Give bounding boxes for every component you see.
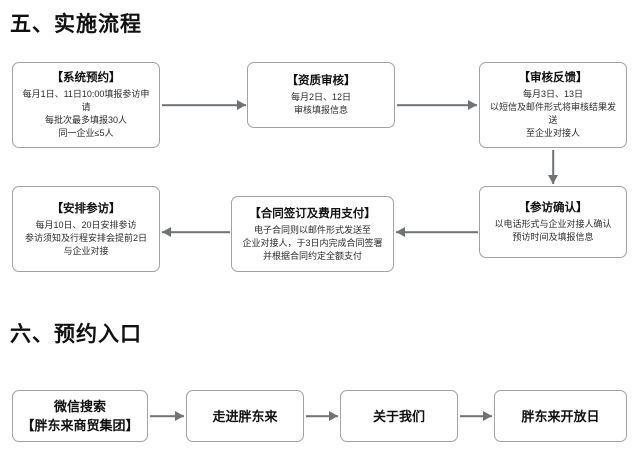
- entry-box-header: 走进胖东来: [212, 408, 278, 424]
- flow-box-contract-and-payment: 【合同签订及费用支付】 电子合同则以邮件形式发送至 企业对接人，于3日内完成合同…: [231, 196, 394, 272]
- arrow-down-icon: [545, 150, 561, 184]
- arrow-right-icon: [150, 409, 184, 423]
- flow-box-header: 【合同签订及费用支付】: [249, 207, 376, 220]
- flow-box-body: 每月3日、13日 以短信及邮件形式将审核结果发送 至企业对接人: [489, 89, 616, 138]
- flow-box-visit-confirmation: 【参访确认】 以电话形式与企业对接人确认 预访时间及填报信息: [479, 186, 627, 258]
- flow-box-system-reservation: 【系统预约】 每月1日、11日10:00填报参访申请 每批次最多填报30人 同一…: [12, 62, 160, 148]
- flow-box-header: 【审核反馈】: [518, 72, 588, 84]
- flow-box-header: 【资质审核】: [286, 75, 356, 87]
- entry-box-wechat-search: 微信搜索 【胖东来商贸集团】: [12, 390, 148, 442]
- arrow-right-icon: [162, 98, 246, 112]
- flow-box-body: 每月10日、20日安排参访 参访须知及行程安排会提前2日 与企业对接: [24, 219, 147, 256]
- flow-box-header: 【参访确认】: [518, 202, 588, 214]
- entry-box-header: 关于我们: [372, 408, 425, 424]
- section-title-reservation-entry: 六、预约入口: [10, 323, 142, 346]
- entry-box-walk-into-pangdonglai: 走进胖东来: [186, 390, 304, 442]
- flow-box-review-feedback: 【审核反馈】 每月3日、13日 以短信及邮件形式将审核结果发送 至企业对接人: [479, 62, 627, 148]
- flow-box-body: 每月1日、11日10:00填报参访申请 每批次最多填报30人 同一企业≤5人: [22, 89, 150, 138]
- entry-box-open-day: 胖东来开放日: [494, 390, 627, 442]
- arrow-left-icon: [396, 225, 478, 239]
- flow-box-qualification-review: 【资质审核】 每月2日、12日 审核填报信息: [247, 62, 395, 128]
- flow-box-body: 电子合同则以邮件形式发送至 企业对接人，于3日内完成合同签署 并根据合同约定全额…: [242, 224, 383, 261]
- arrow-right-icon: [460, 409, 492, 423]
- flow-box-body: 以电话形式与企业对接人确认 预访时间及填报信息: [494, 219, 612, 242]
- entry-box-header: 胖东来开放日: [521, 408, 600, 424]
- section-title-implementation-process: 五、实施流程: [10, 13, 142, 36]
- arrow-right-icon: [306, 409, 338, 423]
- flow-box-body: 每月2日、12日 审核填报信息: [290, 92, 352, 115]
- arrow-left-icon: [162, 225, 230, 239]
- entry-box-about-us: 关于我们: [340, 390, 458, 442]
- arrow-right-icon: [397, 98, 477, 112]
- flow-box-arrange-visit: 【安排参访】 每月10日、20日安排参访 参访须知及行程安排会提前2日 与企业对…: [12, 186, 160, 272]
- flow-box-header: 【安排参访】: [51, 202, 121, 215]
- flow-box-header: 【系统预约】: [51, 72, 121, 84]
- entry-box-header: 微信搜索 【胖东来商贸集团】: [21, 399, 139, 433]
